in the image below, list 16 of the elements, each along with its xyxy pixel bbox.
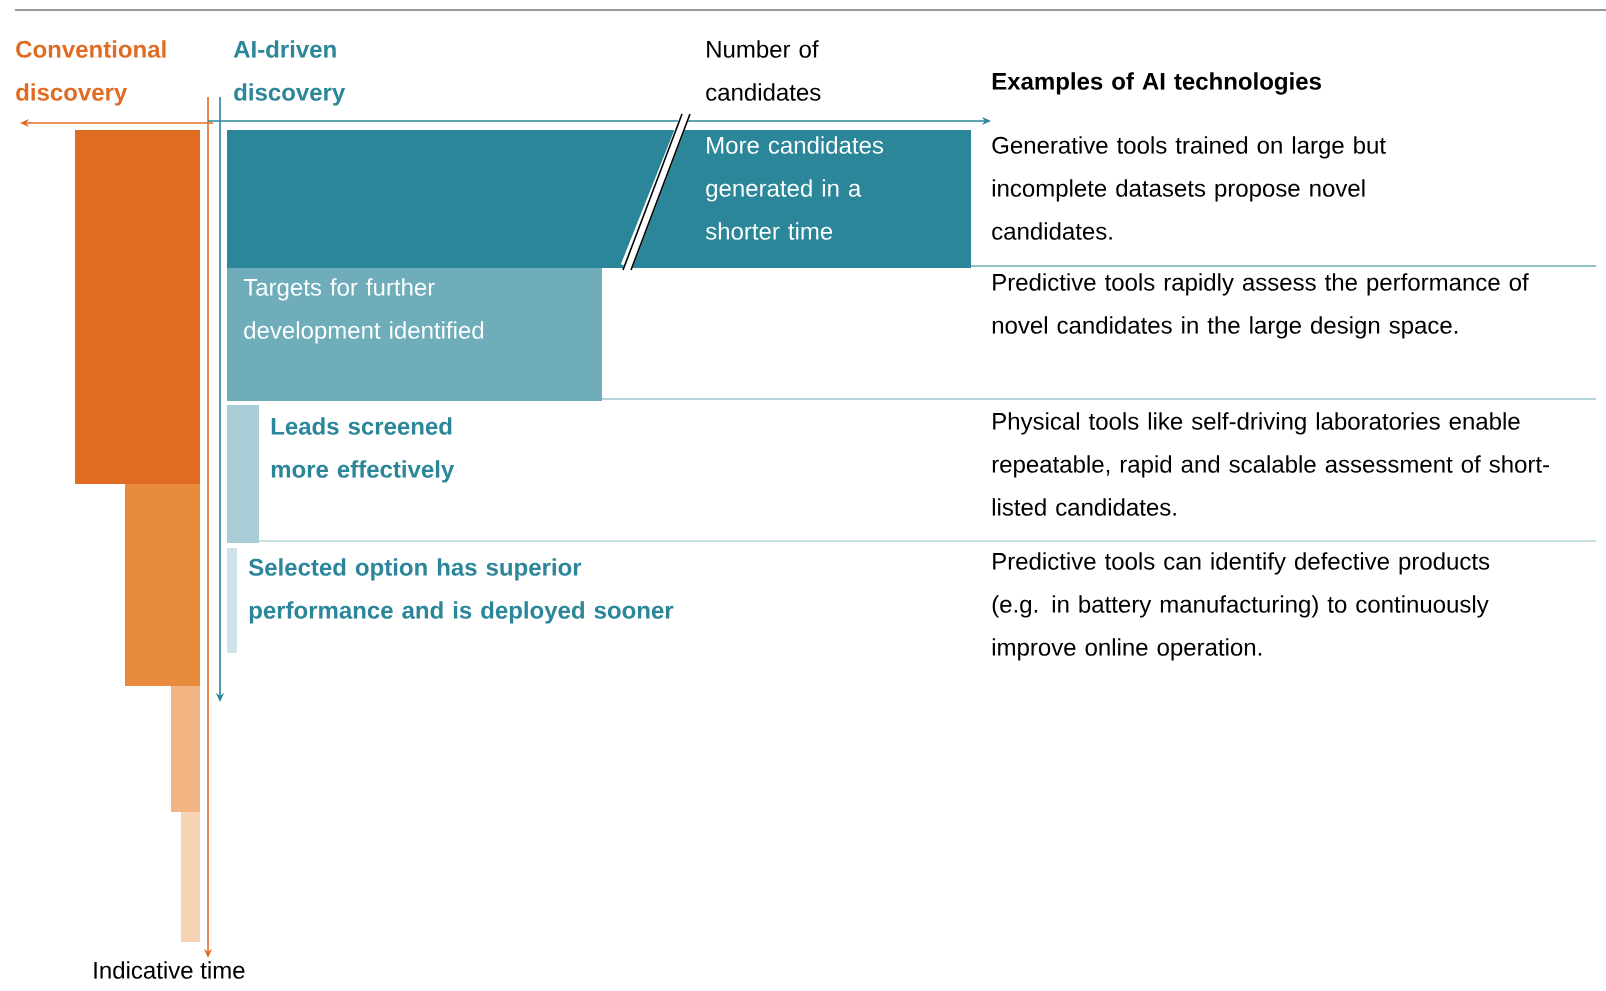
description-text: Predictive tools rapidly assess the performance of novel candidates in the large design space. <box>992 273 1529 339</box>
stage-bar <box>75 130 200 484</box>
column-heading: Examples of AI technologies <box>992 72 1321 95</box>
stage-label: More candidates generated in a shorter time <box>705 136 884 240</box>
stage-label: Leads screened more effectively <box>271 417 455 483</box>
stage-bar <box>181 812 200 942</box>
stage-label: Selected option has superior performance and is deployed sooner <box>248 558 674 624</box>
description-text: Predictive tools can identify defective products (e.g. in battery manufacturing) to continuously improve online operation. <box>992 552 1490 661</box>
description-text: Physical tools like self-driving laboratories enable repeatable, rapid and scalable assessment of short-listed candidates. <box>992 412 1549 516</box>
axis-label: Number of candidates <box>706 40 821 101</box>
axis-label: AI-driven discovery <box>233 40 346 106</box>
stage-label: Targets for further development identified <box>243 278 484 344</box>
stage-bar <box>125 484 200 686</box>
axis-label: Indicative time <box>90 961 248 979</box>
stage-bar <box>171 686 200 812</box>
axis-label: Conventional discovery <box>16 40 166 106</box>
